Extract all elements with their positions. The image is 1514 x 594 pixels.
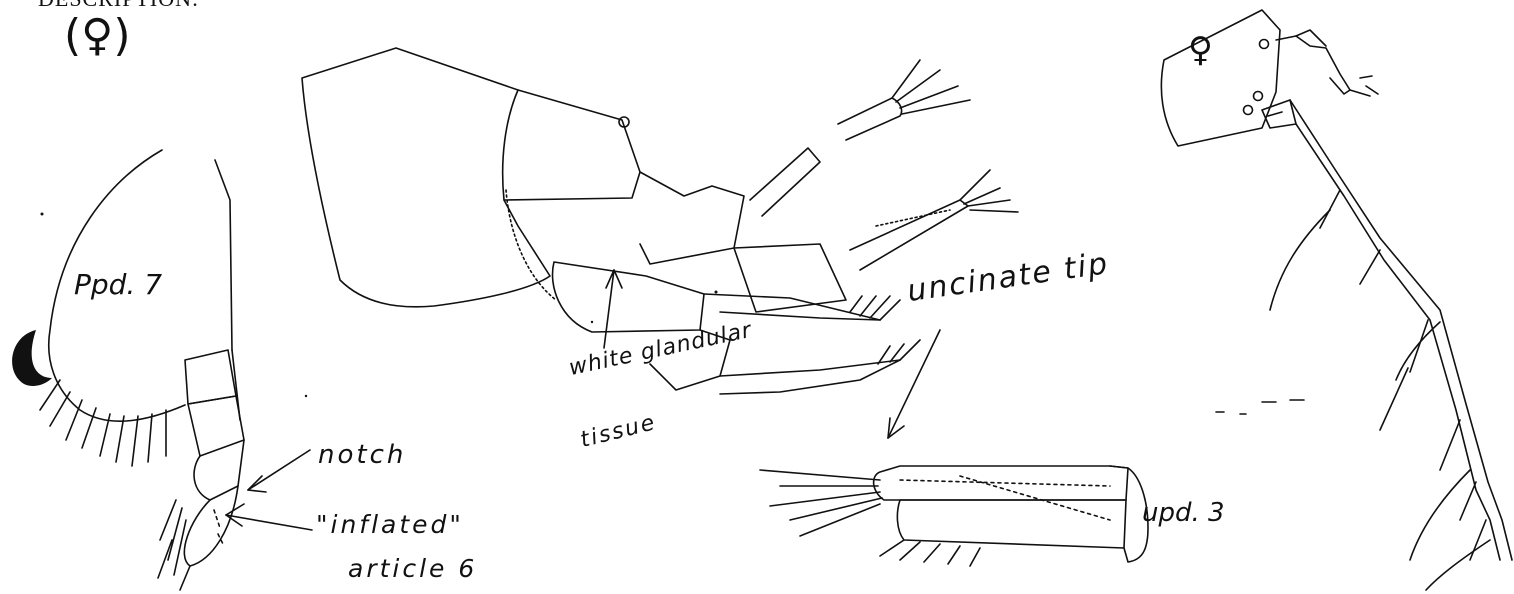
pereopod-7-drawing (12, 150, 307, 590)
notch-annotation: notch (318, 440, 406, 470)
heading-sex-symbol: (♀) (64, 10, 131, 61)
crescent-mark (12, 330, 52, 386)
annotation-arrows (226, 450, 312, 530)
uropod-3-drawing (760, 330, 1304, 566)
pereopod-7-label: Ppd. 7 (74, 268, 162, 301)
inflated-annotation: "inflated" (316, 510, 464, 539)
article-6-annotation: article 6 (348, 554, 477, 583)
head-sex-symbol: ♀ (1188, 30, 1213, 70)
uropod-3-label: upd. 3 (1142, 498, 1225, 528)
